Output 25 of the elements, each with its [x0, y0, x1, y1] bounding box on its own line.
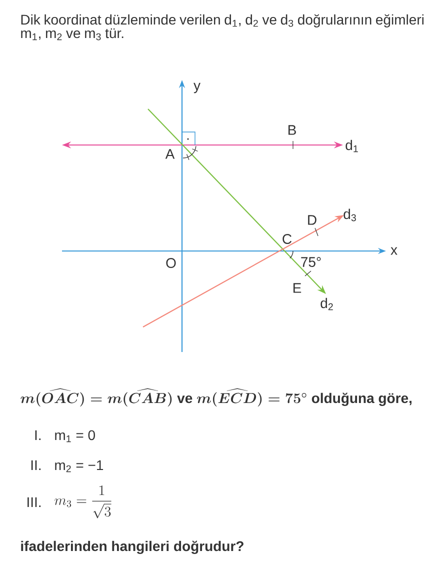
item-numeral: III.: [28, 497, 41, 507]
point-label: C: [282, 234, 292, 244]
label: $m(\widehat{ECD}) = 75^\circ$: [196, 388, 306, 407]
line-label: d$_{3}$: [344, 208, 356, 222]
axis-label: x: [390, 247, 398, 255]
point-label: O: [166, 258, 176, 268]
question-text: ifadelerinden hangileri doğrudur?: [21, 540, 244, 554]
point-label: A: [165, 149, 175, 159]
label: $m(\widehat{OAC}) = m(\widehat{CAB})$: [20, 388, 172, 407]
point-label: D: [308, 215, 316, 225]
line-label: d$_{1}$: [346, 140, 358, 152]
condition-text: $m(\widehat{OAC}) = m(\widehat{CAB})$ ve $m(\widehat{ECD}) = 75^\circ$ olduğuna göre,: [20, 388, 412, 407]
item-numeral: II.: [31, 460, 41, 470]
label: ve: [177, 395, 192, 404]
statement-formula: m$_{2}$ = −1: [55, 460, 104, 472]
label: olduğuna göre,: [312, 392, 412, 406]
statement-formula: $m_3 = \dfrac{1}{\sqrt{3}}$: [54, 486, 112, 518]
angle-label: 75°: [301, 257, 321, 267]
problem-text: Dik koordinat düzleminde verilen d$_{1}$, d$_{2}$ ve d$_{3}$ doğrularının eğimleri m$_{1}$, m$_{2}$ ve m$_{3}$ tür.: [21, 14, 424, 40]
point-label: E: [293, 283, 302, 293]
item-numeral: I.: [35, 430, 41, 440]
line-label: d$_{2}$: [320, 298, 333, 310]
statement-formula: m$_{1}$ = 0: [55, 430, 95, 442]
point-label: B: [288, 125, 296, 135]
axis-label: y: [194, 82, 200, 94]
